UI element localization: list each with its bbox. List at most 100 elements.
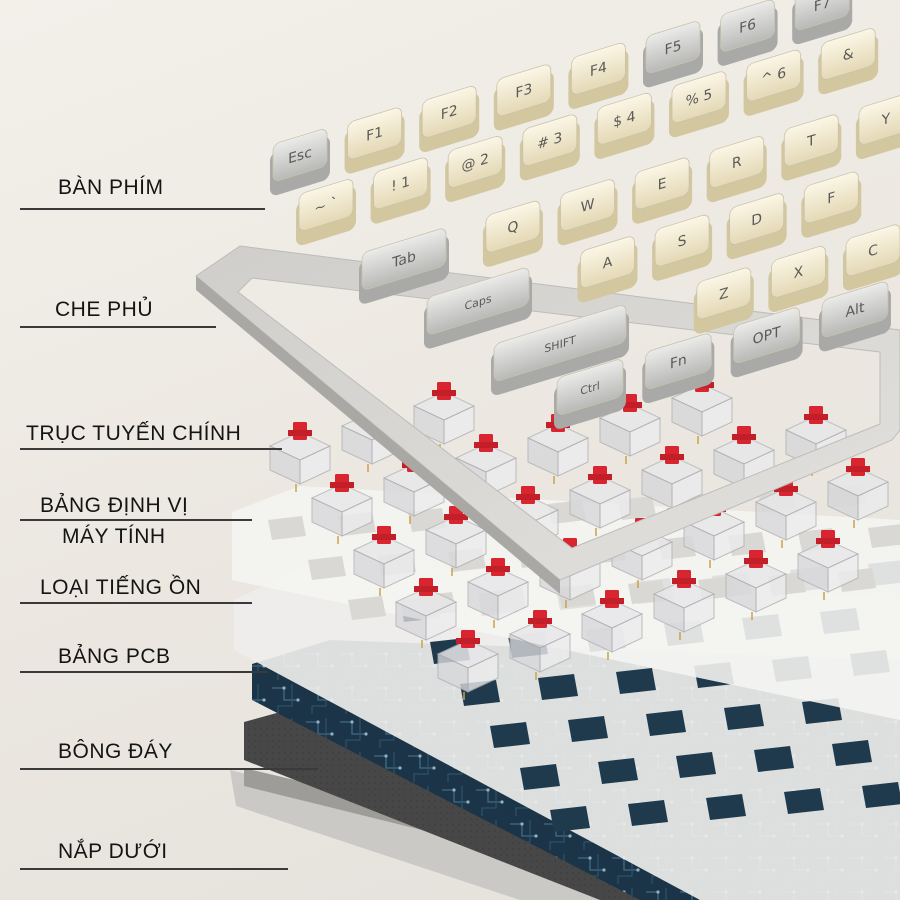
- leader-line: [20, 448, 282, 450]
- mechanical-switch: [352, 526, 416, 596]
- keycap-legend: F6: [739, 16, 756, 37]
- keycap-legend: Y: [881, 111, 891, 130]
- keycap-legend: F1: [366, 124, 383, 145]
- label-bottom-foam-text: BÔNG ĐÁY: [58, 740, 173, 763]
- mechanical-switch: [826, 458, 890, 528]
- mechanical-switch: [652, 570, 716, 640]
- keycap: T: [781, 114, 842, 181]
- keycap-legend: Alt: [845, 300, 864, 322]
- keycap: Fn: [642, 333, 715, 404]
- keycap: R: [706, 136, 767, 203]
- leader-line: [20, 326, 216, 328]
- keycap-legend: S: [678, 233, 687, 251]
- keycap: SHIFT: [491, 305, 629, 396]
- keycap-legend: &: [843, 46, 854, 65]
- keycap-legend: D: [751, 211, 762, 230]
- keycap-legend: # 3: [537, 130, 562, 153]
- cover-frame: [195, 245, 900, 594]
- keycap: Caps: [424, 267, 532, 349]
- label-pcb-text: BẢNG PCB: [58, 645, 171, 668]
- keycap-legend: C: [868, 242, 878, 261]
- keycap: Z: [693, 267, 754, 334]
- pad-cutout: [646, 710, 686, 736]
- keycap: Y: [855, 93, 900, 159]
- keycap-legend: W: [581, 196, 595, 216]
- mechanical-switch: [268, 422, 332, 492]
- mechanical-switch: [436, 630, 500, 700]
- keycap-legend: F: [827, 190, 835, 208]
- mechanical-switch: [310, 474, 374, 544]
- pad-cutout: [628, 800, 668, 826]
- keycap: F6: [717, 0, 778, 66]
- keycap-legend: E: [658, 175, 667, 193]
- mechanical-switch: [412, 382, 476, 452]
- keycap: F2: [419, 86, 480, 152]
- keycap-legend: Q: [507, 218, 518, 237]
- plate-cutout: [308, 556, 346, 580]
- pad-cutout: [538, 674, 578, 700]
- keycap: &: [818, 28, 879, 95]
- keycap-legend: Ctrl: [580, 379, 600, 398]
- keycap-legend: $ 4: [613, 109, 635, 131]
- keycap-legend: F2: [441, 103, 458, 124]
- plate-cutout: [268, 516, 306, 540]
- pad-cutout: [706, 794, 746, 820]
- label-noise-pad-text: LOẠI TIẾNG ỒN: [40, 576, 202, 599]
- pad-cutout: [676, 752, 716, 778]
- mechanical-switch: [466, 558, 530, 628]
- keycap-legend: Fn: [670, 352, 687, 373]
- keycap: F4: [568, 42, 629, 109]
- mechanical-switch: [424, 506, 488, 576]
- leader-line: [20, 671, 268, 673]
- keycap: Alt: [818, 281, 891, 352]
- keycap: E: [632, 157, 693, 224]
- keycap: % 5: [669, 71, 729, 138]
- pad-cutout: [832, 740, 872, 766]
- pad-cutout: [724, 704, 764, 730]
- mechanical-switch: [568, 466, 632, 536]
- keycap: # 3: [519, 114, 580, 181]
- plate-cutout: [348, 596, 386, 620]
- pad-cutout: [616, 668, 656, 694]
- keycap-legend: ~ `: [314, 195, 337, 218]
- mechanical-switch: [640, 446, 704, 516]
- pad-cutout: [490, 722, 530, 748]
- mechanical-switch: [580, 590, 644, 660]
- keycap-legend: X: [794, 264, 804, 283]
- keycap-legend: R: [732, 154, 742, 173]
- keycap: Tab: [359, 228, 449, 304]
- leader-line: [20, 602, 252, 604]
- keycap-legend: Z: [719, 285, 729, 304]
- keycap: S: [652, 214, 713, 281]
- keycap: F1: [344, 107, 405, 174]
- keycap: $ 4: [594, 92, 655, 159]
- mechanical-switch: [508, 610, 572, 680]
- pad-cutout: [520, 764, 560, 790]
- pad-cutout: [862, 782, 900, 808]
- keycap: ^ 6: [743, 49, 804, 116]
- label-cover-text: CHE PHỦ: [55, 298, 154, 321]
- keycap: F3: [493, 64, 554, 131]
- keycap: Esc: [270, 129, 330, 196]
- label-plate-line2: MÁY TÍNH: [62, 525, 166, 548]
- leader-line: [20, 768, 318, 770]
- pad-cutout: [754, 746, 794, 772]
- keycap-legend: F7: [814, 0, 831, 16]
- keycap-legend: T: [806, 132, 816, 151]
- leader-line: [20, 208, 265, 210]
- keycap: F: [801, 171, 862, 238]
- keycap: X: [768, 245, 829, 312]
- keycap-legend: ! 1: [391, 174, 410, 195]
- keycap: OPT: [730, 307, 803, 378]
- keycap: W: [557, 179, 618, 246]
- keycap-legend: F4: [590, 59, 607, 80]
- pad-cutout: [784, 788, 824, 814]
- mechanical-switch: [394, 578, 458, 648]
- keycap: A: [577, 236, 638, 303]
- keycap: ! 1: [370, 157, 431, 224]
- keycap-legend: F5: [665, 38, 682, 59]
- keycap-legend: Esc: [288, 145, 312, 168]
